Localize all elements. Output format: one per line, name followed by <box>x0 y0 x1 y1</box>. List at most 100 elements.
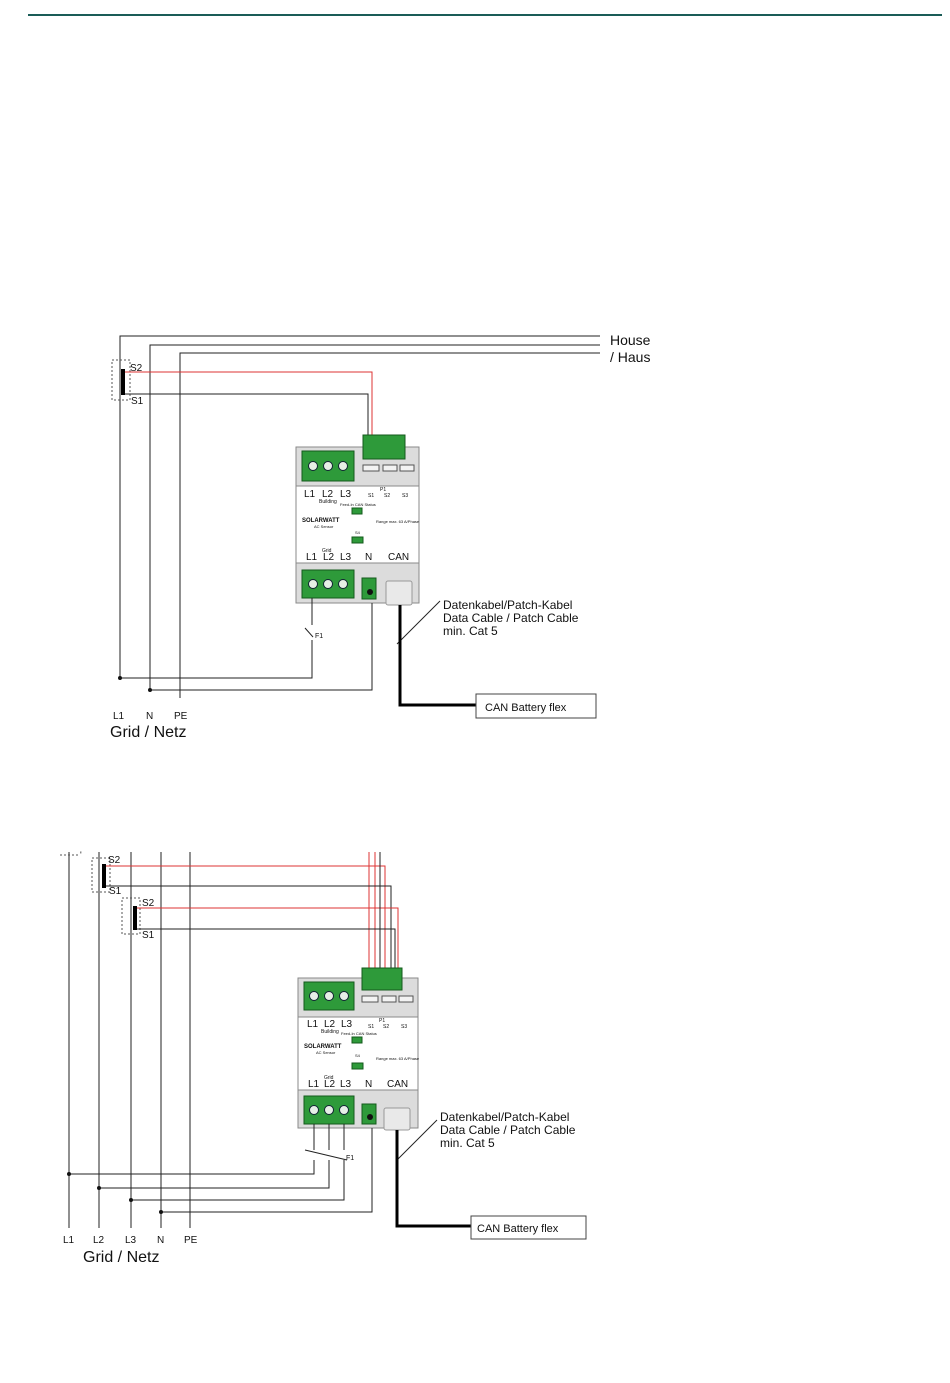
n-terminal <box>361 577 377 600</box>
n-wire <box>150 603 373 691</box>
meter-grid-small: Grid <box>322 548 332 554</box>
meter-top-l2: L2 <box>322 489 334 500</box>
cable2-label-3: min. Cat 5 <box>440 1136 495 1150</box>
can-battery-label: CAN Battery flex <box>485 702 567 714</box>
house-line-l1 <box>119 335 600 680</box>
can-battery-box <box>475 693 597 719</box>
meter2-top-l3: L3 <box>341 1019 353 1030</box>
meter-s1: S1 <box>368 493 374 499</box>
fuse-f1 <box>304 627 314 638</box>
cable2-label-2: Data Cable / Patch Cable <box>440 1123 576 1137</box>
diagram-single-phase: House / Haus S2 S1 L1 L2 L3 Building P1 … <box>110 332 651 741</box>
fuse-out-l1 <box>69 1160 315 1175</box>
diagram-three-phase: ' S2 S1 S2 S1 L1 L2 L <box>60 850 587 1266</box>
ct-terminal-block <box>362 434 406 460</box>
meter2-bottom-l2: L2 <box>324 1079 336 1090</box>
signal-wire-6 <box>137 928 396 970</box>
meter-s3: S3 <box>402 493 408 499</box>
grid-n-label: N <box>146 711 153 722</box>
grid-l1-label: L1 <box>113 711 125 722</box>
signal-wire-3 <box>106 865 386 970</box>
grid-pe-label: PE <box>174 711 188 722</box>
meter-n: N <box>365 552 372 563</box>
ct-b-s1-label: S1 <box>142 930 155 941</box>
meter-building: Building <box>319 499 337 505</box>
grid2-n-label: N <box>157 1235 164 1246</box>
grid2-l3-label: L3 <box>125 1235 137 1246</box>
ac-sensor-meter-2: L1 L2 L3 Building P1 S1 S2 S3 Feed-In CA… <box>297 967 420 1131</box>
n-wire-2 <box>161 1128 373 1213</box>
house-line-n <box>149 344 600 690</box>
can-cable <box>398 605 476 707</box>
ac-sensor-meter: L1 L2 L3 Building P1 S1 S2 S3 Feed-In CA… <box>295 434 420 606</box>
current-transformer <box>111 359 131 401</box>
current-transformer-b <box>121 897 141 935</box>
meter-s4: S4 <box>355 530 361 535</box>
meter-bottom-l1: L1 <box>306 552 318 563</box>
fuse-label: F1 <box>315 633 323 640</box>
meter2-s1: S1 <box>368 1024 374 1030</box>
fuse-out-l3 <box>131 1160 345 1201</box>
house-label-1: House <box>610 332 651 348</box>
fuse-out-l2 <box>99 1160 330 1189</box>
meter2-bottom-l3: L3 <box>340 1079 352 1090</box>
ct-partial-mark: ' <box>80 850 82 860</box>
meter2-building: Building <box>321 1029 339 1035</box>
signal-wire-5 <box>137 907 399 970</box>
cable-label-3: min. Cat 5 <box>443 624 498 638</box>
grid2-label: Grid / Netz <box>83 1249 159 1266</box>
meter2-s3: S3 <box>401 1024 407 1030</box>
meter2-bottom-l1: L1 <box>308 1079 320 1090</box>
meter-p1: P1 <box>380 487 386 493</box>
ct-a-s2-label: S2 <box>108 855 121 866</box>
meter-bottom-l3: L3 <box>340 552 352 563</box>
meter2-n: N <box>365 1079 372 1090</box>
ct-b-core <box>133 906 137 930</box>
house-label-2: / Haus <box>610 349 650 365</box>
meter-feed-in: Feed-In CAN Status <box>340 502 376 507</box>
meter2-can: CAN <box>387 1079 408 1090</box>
fuse-switch <box>304 1149 348 1161</box>
meter-can: CAN <box>388 552 409 563</box>
meter2-top-l2: L2 <box>324 1019 336 1030</box>
cable-label-1: Datenkabel/Patch-Kabel <box>443 598 572 612</box>
can-battery-label-2: CAN Battery flex <box>477 1223 559 1235</box>
signal-wire-4 <box>106 885 392 970</box>
can-port <box>385 580 413 606</box>
can-battery-box-2 <box>470 1215 587 1240</box>
can-cable-2 <box>395 1130 471 1228</box>
cable-pointer-2 <box>396 1119 438 1161</box>
meter2-range: Range max. 63 A/Phase <box>376 1056 420 1061</box>
meter-brand-sub: AC Sensor <box>314 524 334 529</box>
meter2-p1: P1 <box>379 1018 385 1024</box>
fuse2-label: F1 <box>346 1155 354 1162</box>
fuse-wire-out <box>120 640 313 679</box>
ct-s1-label: S1 <box>131 396 144 407</box>
cable-label-2: Data Cable / Patch Cable <box>443 611 579 625</box>
ct-s1-wire <box>125 393 369 438</box>
meter2-feed-in: Feed-In CAN Status <box>341 1031 377 1036</box>
house-line-pe <box>179 352 600 698</box>
ct-core <box>121 369 125 395</box>
ct-s2-label: S2 <box>130 363 143 374</box>
meter2-s4: S4 <box>355 1053 361 1058</box>
meter2-brand-sub: AC Sensor <box>316 1050 336 1055</box>
ct-a-s1-label: S1 <box>109 886 122 897</box>
meter-top-l3: L3 <box>340 489 352 500</box>
meter-brand: SOLARWATT <box>302 518 340 524</box>
meter-range: Range max. 63 A/Phase <box>376 519 420 524</box>
current-transformer-a <box>91 857 111 893</box>
meter-top-l1: L1 <box>304 489 316 500</box>
ct-b-s2-label: S2 <box>142 898 155 909</box>
grid2-pe-label: PE <box>184 1235 198 1246</box>
grid-label: Grid / Netz <box>110 724 186 741</box>
ct-s2-wire <box>125 371 373 438</box>
meter-bottom-l2: L2 <box>323 552 335 563</box>
meter2-top-l1: L1 <box>307 1019 319 1030</box>
grid2-l2-label: L2 <box>93 1235 105 1246</box>
meter-s2: S2 <box>384 493 390 499</box>
meter2-brand: SOLARWATT <box>304 1044 342 1050</box>
cable-pointer <box>396 600 441 645</box>
meter2-s2: S2 <box>383 1024 389 1030</box>
